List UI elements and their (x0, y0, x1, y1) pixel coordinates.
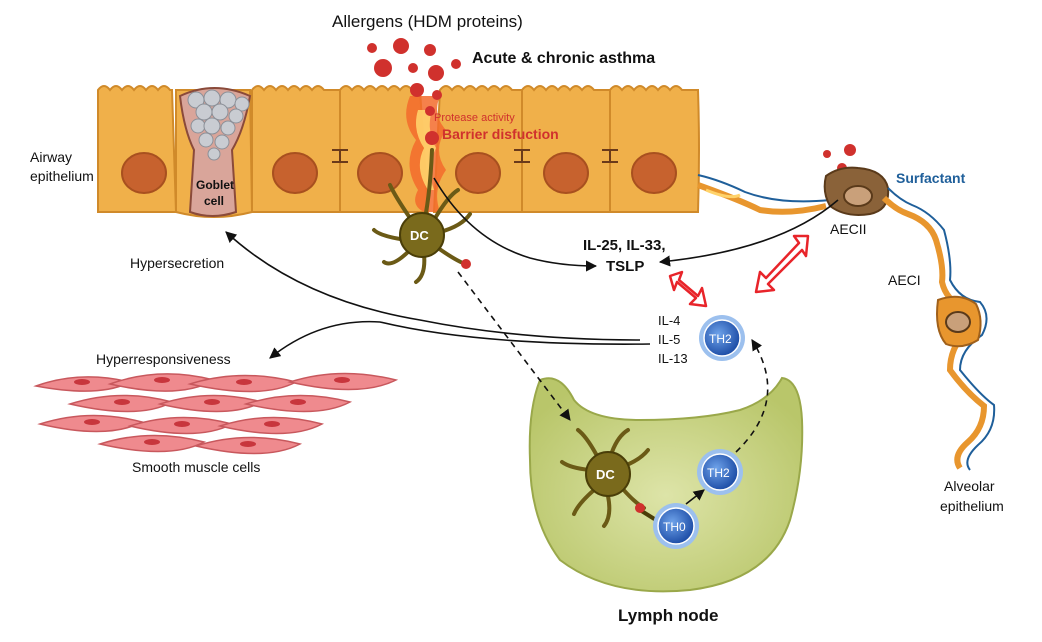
alveolar-label-2: epithelium (940, 498, 1004, 514)
dendritic-cell (372, 148, 472, 284)
tight-junction (332, 149, 618, 163)
arrow-to-hypersecretion (225, 231, 641, 341)
epithelial-cell (521, 85, 611, 213)
airway-label-1: Airway (30, 149, 72, 165)
il4-label: IL-4 (658, 313, 680, 328)
allergens-label: Allergens (HDM proteins) (332, 12, 523, 31)
arrow-epithelium-to-cytokines (433, 177, 598, 272)
asthma-label: Acute & chronic asthma (472, 50, 655, 67)
barrier-label: Barrier disfuction (442, 126, 559, 142)
goblet-label-2: cell (204, 194, 224, 208)
alveolar-epithelium (696, 166, 996, 471)
arrow-th0-to-th2 (685, 489, 705, 505)
th0-label: TH0 (663, 520, 686, 534)
th0-cell (653, 503, 699, 549)
smooth-muscle-cells (33, 372, 399, 455)
goblet-cell (175, 87, 254, 218)
arrow-aecii-to-cytokines (658, 199, 839, 267)
epithelial-cell (432, 85, 523, 213)
cytokines-label-2: TSLP (606, 258, 644, 275)
lymph-node (528, 376, 804, 593)
airway-label-2: epithelium (30, 168, 94, 184)
il5-label: IL-5 (658, 332, 680, 347)
cell-nucleus (631, 152, 677, 194)
aeci-label: AECI (888, 272, 921, 288)
il13-label: IL-13 (658, 351, 688, 366)
surfactant-label: Surfactant (896, 170, 966, 186)
epithelial-cell (609, 85, 700, 213)
cell-nucleus (357, 152, 403, 194)
goblet-label-1: Goblet (196, 178, 234, 192)
allergen-particles (367, 38, 856, 173)
arrow-th2-migration (735, 339, 769, 453)
smooth-muscle-label: Smooth muscle cells (132, 459, 260, 475)
aecii-label: AECII (830, 221, 867, 237)
protease-label: Protease activity (434, 112, 515, 124)
arrow-dc-migration (457, 271, 571, 421)
interaction-arrows (668, 234, 810, 308)
th2-label-top: TH2 (709, 332, 732, 346)
th2-cell-top (699, 315, 745, 361)
dc-label-node: DC (596, 467, 615, 482)
dendritic-cell-lymph (560, 428, 658, 528)
dc-label-top: DC (410, 228, 429, 243)
cytokines-label-1: IL-25, IL-33, (583, 237, 666, 254)
pathway-arrows (225, 177, 839, 505)
arrow-to-hyperresponsiveness (269, 320, 651, 359)
alveolar-label-1: Alveolar (944, 478, 995, 494)
cell-nucleus (455, 152, 501, 194)
th2-label-node: TH2 (707, 466, 730, 480)
cell-nucleus (543, 152, 589, 194)
hypersecretion-label: Hypersecretion (130, 255, 224, 271)
hyperresponsiveness-label: Hyperresponsiveness (96, 351, 231, 367)
airway-epithelium (97, 85, 700, 213)
cell-nucleus (121, 152, 167, 194)
cell-nucleus (272, 152, 318, 194)
th2-cell-node (697, 449, 743, 495)
epithelial-cell (97, 85, 178, 213)
lymph-node-label: Lymph node (618, 606, 718, 625)
